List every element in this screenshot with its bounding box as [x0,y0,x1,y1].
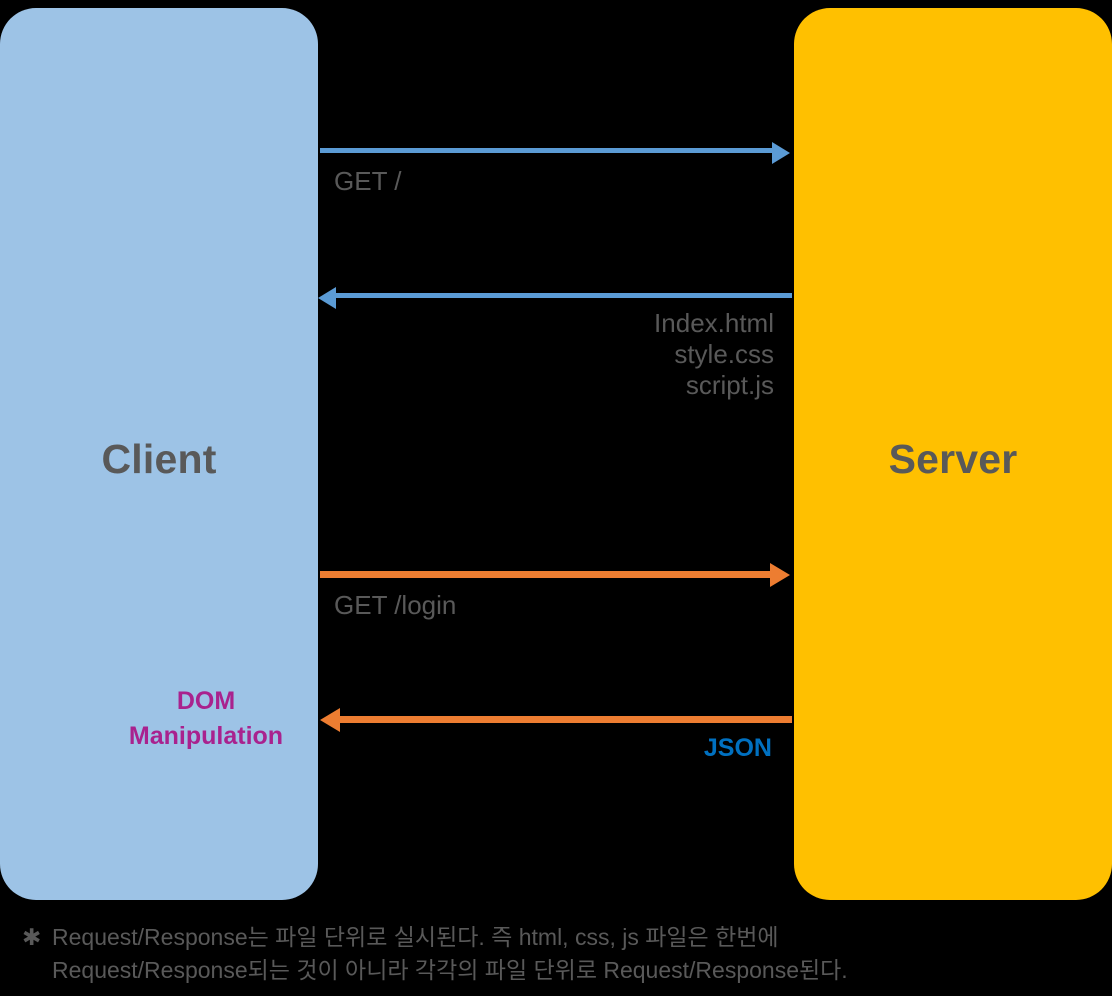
arrowhead-right-icon [770,563,790,587]
annotation-dom-manipulation-line2: Manipulation [128,722,284,750]
footnote: ✱ Request/Response는 파일 단위로 실시된다. 즉 html, … [22,921,1092,987]
actor-label-server: Server [888,436,1018,482]
message-label-static-files: Index.html style.css script.js [472,308,774,401]
message-label-get-login: GET /login [334,590,457,620]
footnote-line2: Request/Response되는 것이 아니라 각각의 파일 단위로 Req… [52,957,848,983]
annotation-dom-manipulation: DOM Manipulation [86,684,326,754]
arrow-shaft [320,148,772,153]
annotation-dom-manipulation-line1: DOM [176,687,236,715]
footnote-line1: Request/Response는 파일 단위로 실시된다. 즉 html, c… [52,924,779,950]
message-arrow-json [320,708,792,732]
arrow-shaft [340,716,792,723]
message-label-json: JSON [703,734,772,762]
arrowhead-left-icon [320,708,340,732]
message-label-static-files-line3: script.js [685,370,774,400]
message-label-static-files-line1: Index.html [654,308,774,338]
asterisk-icon: ✱ [22,924,42,950]
message-arrow-static-files [318,287,792,309]
actor-label-client: Client [101,436,217,482]
message-label-get-root: GET / [334,166,402,196]
actor-box-server: Server [794,8,1112,900]
arrow-shaft [336,293,792,298]
message-label-static-files-line2: style.css [674,339,774,369]
arrowhead-left-icon [318,287,336,309]
message-arrow-get-root [320,142,790,164]
arrowhead-right-icon [772,142,790,164]
message-arrow-get-login [320,563,790,587]
actor-box-client: Client [0,8,318,900]
arrow-shaft [320,571,770,578]
